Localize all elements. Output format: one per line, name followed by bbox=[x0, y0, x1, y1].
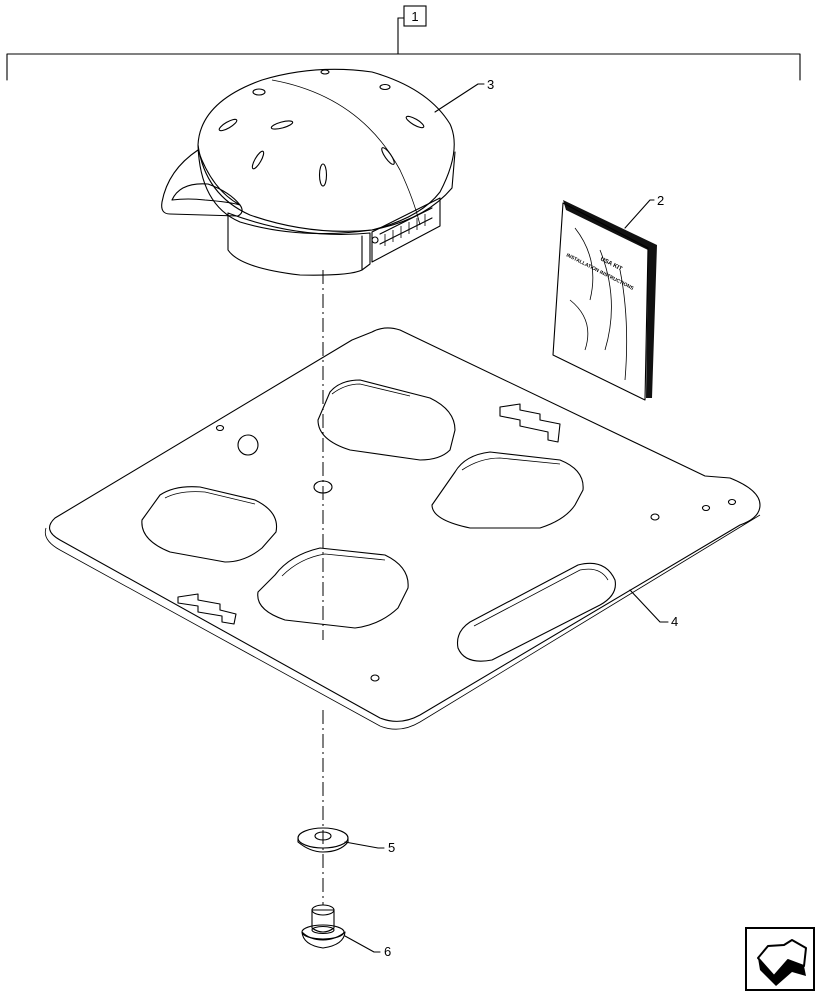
callout-3-label: 3 bbox=[487, 77, 494, 92]
callout-6-label: 6 bbox=[384, 944, 391, 959]
next-page-arrow-icon[interactable] bbox=[745, 927, 815, 991]
mounting-plate: 4 bbox=[44, 327, 761, 730]
washer: 5 bbox=[297, 827, 395, 855]
callout-1-group: 1 bbox=[6, 5, 801, 81]
antenna-receiver: 3 bbox=[161, 68, 494, 276]
callout-2-label: 2 bbox=[657, 193, 664, 208]
assembly-bracket bbox=[6, 53, 801, 81]
grommet: 6 bbox=[301, 904, 391, 959]
callout-4-label: 4 bbox=[671, 614, 678, 629]
callout-5-label: 5 bbox=[388, 840, 395, 855]
instruction-booklet: USA KIT INSTALLATION INSTRUCTIONS 2 bbox=[552, 193, 664, 401]
callout-1-label: 1 bbox=[411, 9, 418, 24]
